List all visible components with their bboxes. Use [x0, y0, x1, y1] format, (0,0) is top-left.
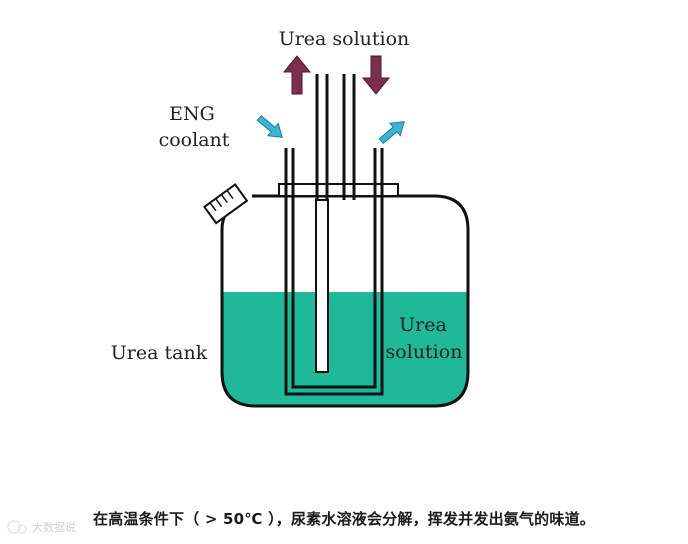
- coolant-loop-inner: [291, 148, 377, 389]
- urea-solution-top-label: Urea solution: [279, 28, 410, 50]
- urea-inner-label-line1: Urea: [399, 314, 447, 336]
- arrow-up-icon: [282, 55, 312, 95]
- watermark-logo-icon: [7, 520, 27, 534]
- urea-inner-label-line2: solution: [386, 341, 463, 363]
- urea-tank-label: Urea tank: [111, 342, 208, 364]
- arrow-down-icon: [361, 55, 391, 95]
- urea-tank-body: [220, 194, 470, 408]
- arrow-coolant-out-icon: [378, 121, 405, 145]
- dip-tube: [315, 199, 329, 373]
- arrow-coolant-in-icon: [256, 114, 283, 138]
- coolant-loop-outer: [284, 148, 384, 396]
- top-flange: [278, 183, 399, 197]
- eng-coolant-label-line2: coolant: [159, 129, 230, 151]
- eng-coolant-label-line1: ENG: [169, 103, 215, 125]
- caption-text: 在高温条件下（ > 50℃ ），尿素水溶液会分解，挥发并发出氨气的味道。: [93, 510, 595, 528]
- watermark-text: 大数据说: [32, 521, 76, 534]
- filler-cap-icon: [202, 183, 249, 225]
